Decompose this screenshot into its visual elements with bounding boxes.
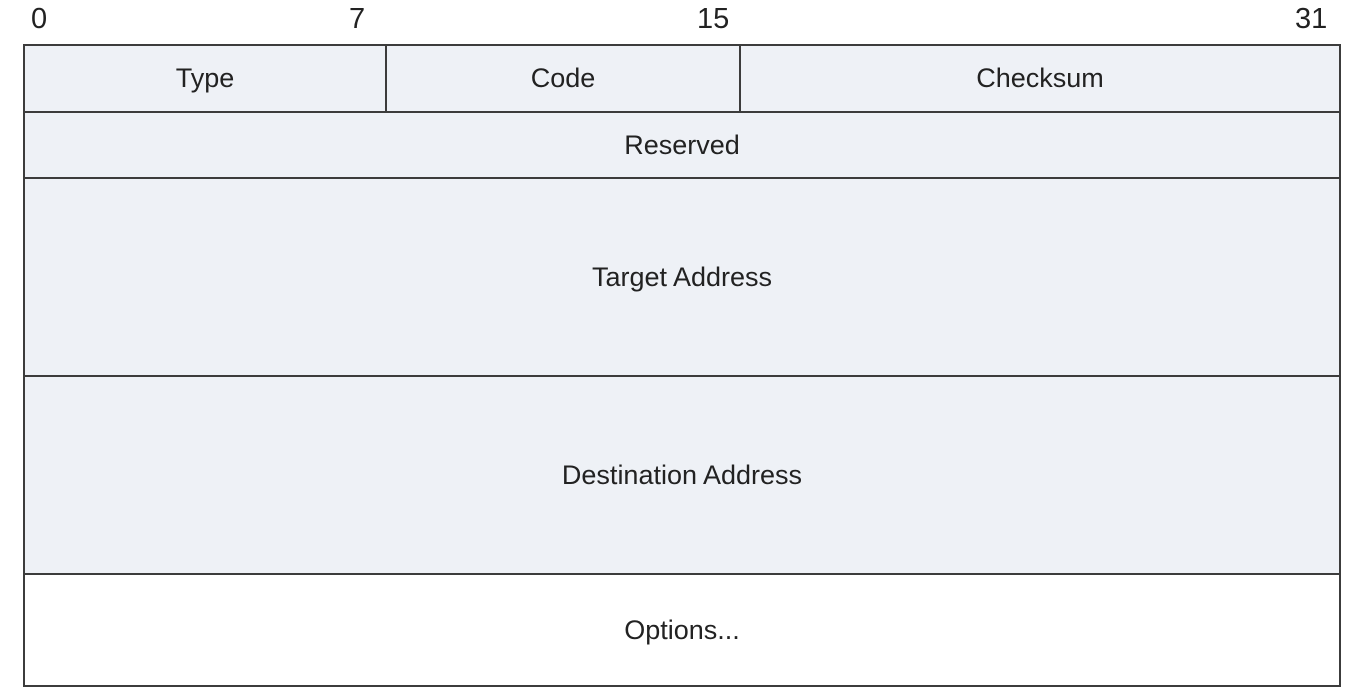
target-address-row: Target Address: [25, 179, 1339, 377]
options-row: Options...: [25, 575, 1339, 685]
target-address-field: Target Address: [591, 261, 773, 292]
packet-diagram: Type Code Checksum Reserved Target Addre…: [23, 44, 1341, 687]
bit-label-0: 0: [31, 3, 48, 35]
options-field: Options...: [624, 614, 740, 645]
bit-label-15: 15: [697, 3, 730, 35]
checksum-field: Checksum: [976, 63, 1104, 93]
reserved-field: Reserved: [624, 129, 740, 160]
type-field: Type: [25, 46, 387, 111]
code-field: Code: [387, 46, 741, 111]
destination-address-field: Destination Address: [561, 459, 803, 490]
destination-address-row: Destination Address: [25, 377, 1339, 575]
header-row: Type Code Checksum: [25, 46, 1339, 113]
reserved-row: Reserved: [25, 113, 1339, 179]
bit-label-31: 31: [1295, 3, 1328, 35]
bit-label-7: 7: [349, 3, 366, 35]
